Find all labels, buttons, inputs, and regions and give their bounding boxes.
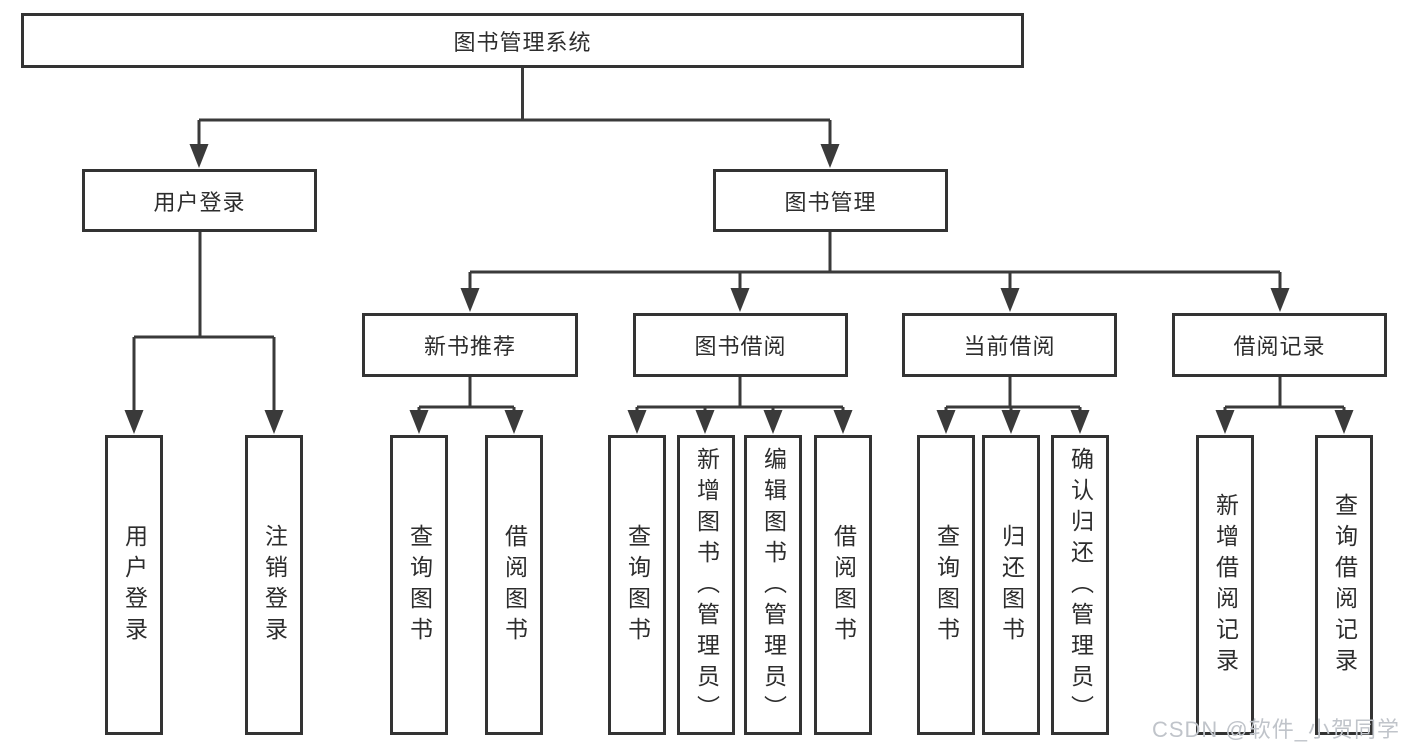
leaf-user-login: 用户登录 <box>105 435 163 735</box>
node-user-login: 用户登录 <box>82 169 317 232</box>
leaf-cb-return-books: 归还图书 <box>982 435 1040 735</box>
node-book-borrowing: 图书借阅 <box>633 313 848 377</box>
leaf-bb-borrow-books: 借阅图书 <box>814 435 872 735</box>
leaf-br-add-record: 新增借阅记录 <box>1196 435 1254 735</box>
leaf-nb-query-books: 查询图书 <box>390 435 448 735</box>
arrowheads <box>124 144 1354 434</box>
leaf-bb-edit-books-admin: 编辑图书（管理员） <box>744 435 802 735</box>
leaf-bb-query-books: 查询图书 <box>608 435 666 735</box>
node-new-book-recommend: 新书推荐 <box>362 313 578 377</box>
node-current-borrowing: 当前借阅 <box>902 313 1117 377</box>
leaf-bb-add-books-admin: 新增图书（管理员） <box>677 435 735 735</box>
leaf-nb-borrow-books: 借阅图书 <box>485 435 543 735</box>
node-root: 图书管理系统 <box>21 13 1024 68</box>
node-borrowing-records: 借阅记录 <box>1172 313 1387 377</box>
leaf-logout: 注销登录 <box>245 435 303 735</box>
watermark: CSDN @软件_小贺同学 <box>1151 717 1400 742</box>
leaf-cb-confirm-return-admin: 确认归还（管理员） <box>1051 435 1109 735</box>
leaf-br-query-record: 查询借阅记录 <box>1315 435 1373 735</box>
leaf-cb-query-books: 查询图书 <box>917 435 975 735</box>
node-book-management: 图书管理 <box>713 169 948 232</box>
